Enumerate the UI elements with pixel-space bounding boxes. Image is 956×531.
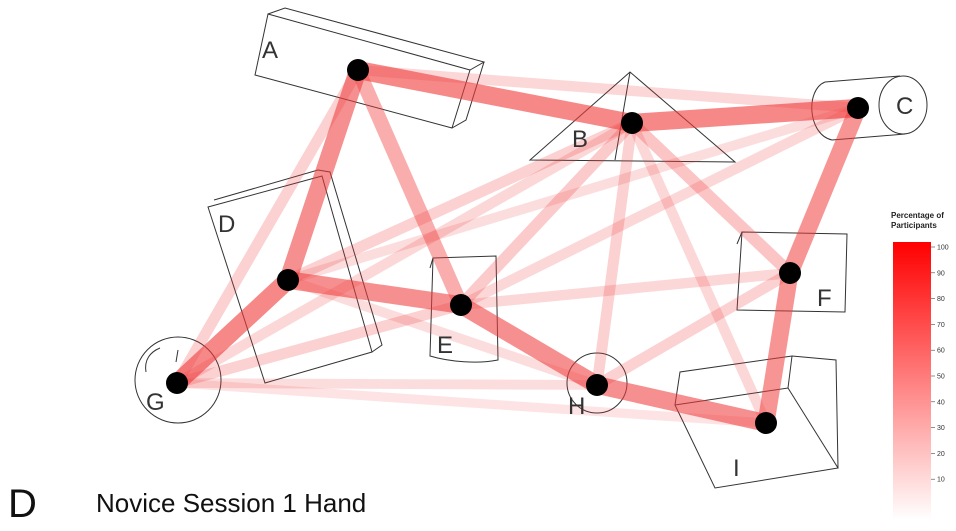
edge-b-d — [285, 117, 635, 286]
edge-b-h — [591, 122, 638, 386]
legend-tick-label: 70 — [937, 322, 945, 329]
legend-ticks: 100 90 80 70 60 50 40 30 20 10 — [931, 245, 949, 484]
edge-g-i — [176, 378, 767, 428]
node-dot-b — [621, 112, 643, 134]
node-dot-f — [779, 262, 801, 284]
node-label-d: D — [218, 211, 235, 238]
legend-tick-label: 90 — [937, 270, 945, 277]
node-dot-d — [277, 269, 299, 291]
shape-box-a — [254, 7, 486, 129]
node-label-g: G — [146, 389, 165, 416]
nodes — [166, 59, 869, 434]
edge-a-b — [356, 61, 634, 132]
legend-tick-label: 60 — [937, 348, 945, 355]
legend-tick-label: 10 — [937, 477, 945, 484]
node-dot-e — [450, 294, 472, 316]
shape-cylinder-e — [429, 255, 499, 363]
edge-b-i — [627, 120, 771, 426]
edge-h-e — [456, 297, 602, 393]
edge-c-d — [286, 103, 860, 285]
legend-tick-label: 40 — [937, 399, 945, 406]
edge-a-d — [279, 67, 367, 283]
edges — [170, 61, 866, 432]
legend-tick-label: 80 — [937, 296, 945, 303]
edge-f-e — [460, 267, 791, 311]
legend-title-line1: Percentage of — [891, 211, 944, 220]
node-label-c: C — [896, 93, 913, 120]
node-label-a: A — [262, 37, 278, 64]
legend-color-bar — [893, 242, 931, 520]
node-label-b: B — [572, 126, 588, 153]
edge-c-e — [458, 103, 861, 310]
edge-f-i — [757, 271, 799, 425]
edge-a-e — [351, 67, 468, 308]
edge-b-c — [631, 98, 859, 133]
node-dot-i — [755, 412, 777, 434]
edge-f-h — [594, 268, 793, 390]
legend-tick-label: 20 — [937, 451, 945, 458]
edge-b-f — [627, 118, 795, 278]
diagram-caption: Novice Session 1 Hand — [96, 488, 367, 518]
edge-i-h — [595, 376, 768, 432]
color-legend: Percentage of Participants 100 90 80 70 60 50… — [891, 211, 949, 520]
node-dot-a — [347, 59, 369, 81]
node-dot-g — [166, 372, 188, 394]
node-dot-h — [586, 374, 608, 396]
edge-b-e — [456, 119, 637, 309]
edge-c-f — [782, 104, 866, 277]
edge-a-g — [172, 67, 363, 386]
node-label-f: F — [817, 285, 832, 312]
legend-tick-label: 100 — [937, 245, 949, 252]
edge-g-e — [175, 299, 463, 389]
node-label-h: H — [568, 393, 585, 420]
legend-tick-label: 30 — [937, 425, 945, 432]
edge-b-g — [174, 118, 635, 388]
panel-letter: D — [8, 482, 37, 526]
edge-a-c — [357, 64, 859, 114]
edge-g-h — [176, 378, 598, 390]
edge-d-g — [170, 273, 295, 390]
shape-cube-i — [674, 355, 839, 489]
node-dot-c — [847, 97, 869, 119]
edge-d-h — [286, 275, 599, 390]
node-label-i: I — [733, 455, 740, 482]
legend-tick-label: 50 — [937, 374, 945, 381]
legend-title-line2: Participants — [891, 221, 937, 230]
node-labels: A B C D E F G H I — [146, 37, 913, 482]
node-label-e: E — [437, 332, 453, 359]
edge-e-d — [286, 271, 463, 314]
shape-sphere-g — [134, 336, 222, 424]
